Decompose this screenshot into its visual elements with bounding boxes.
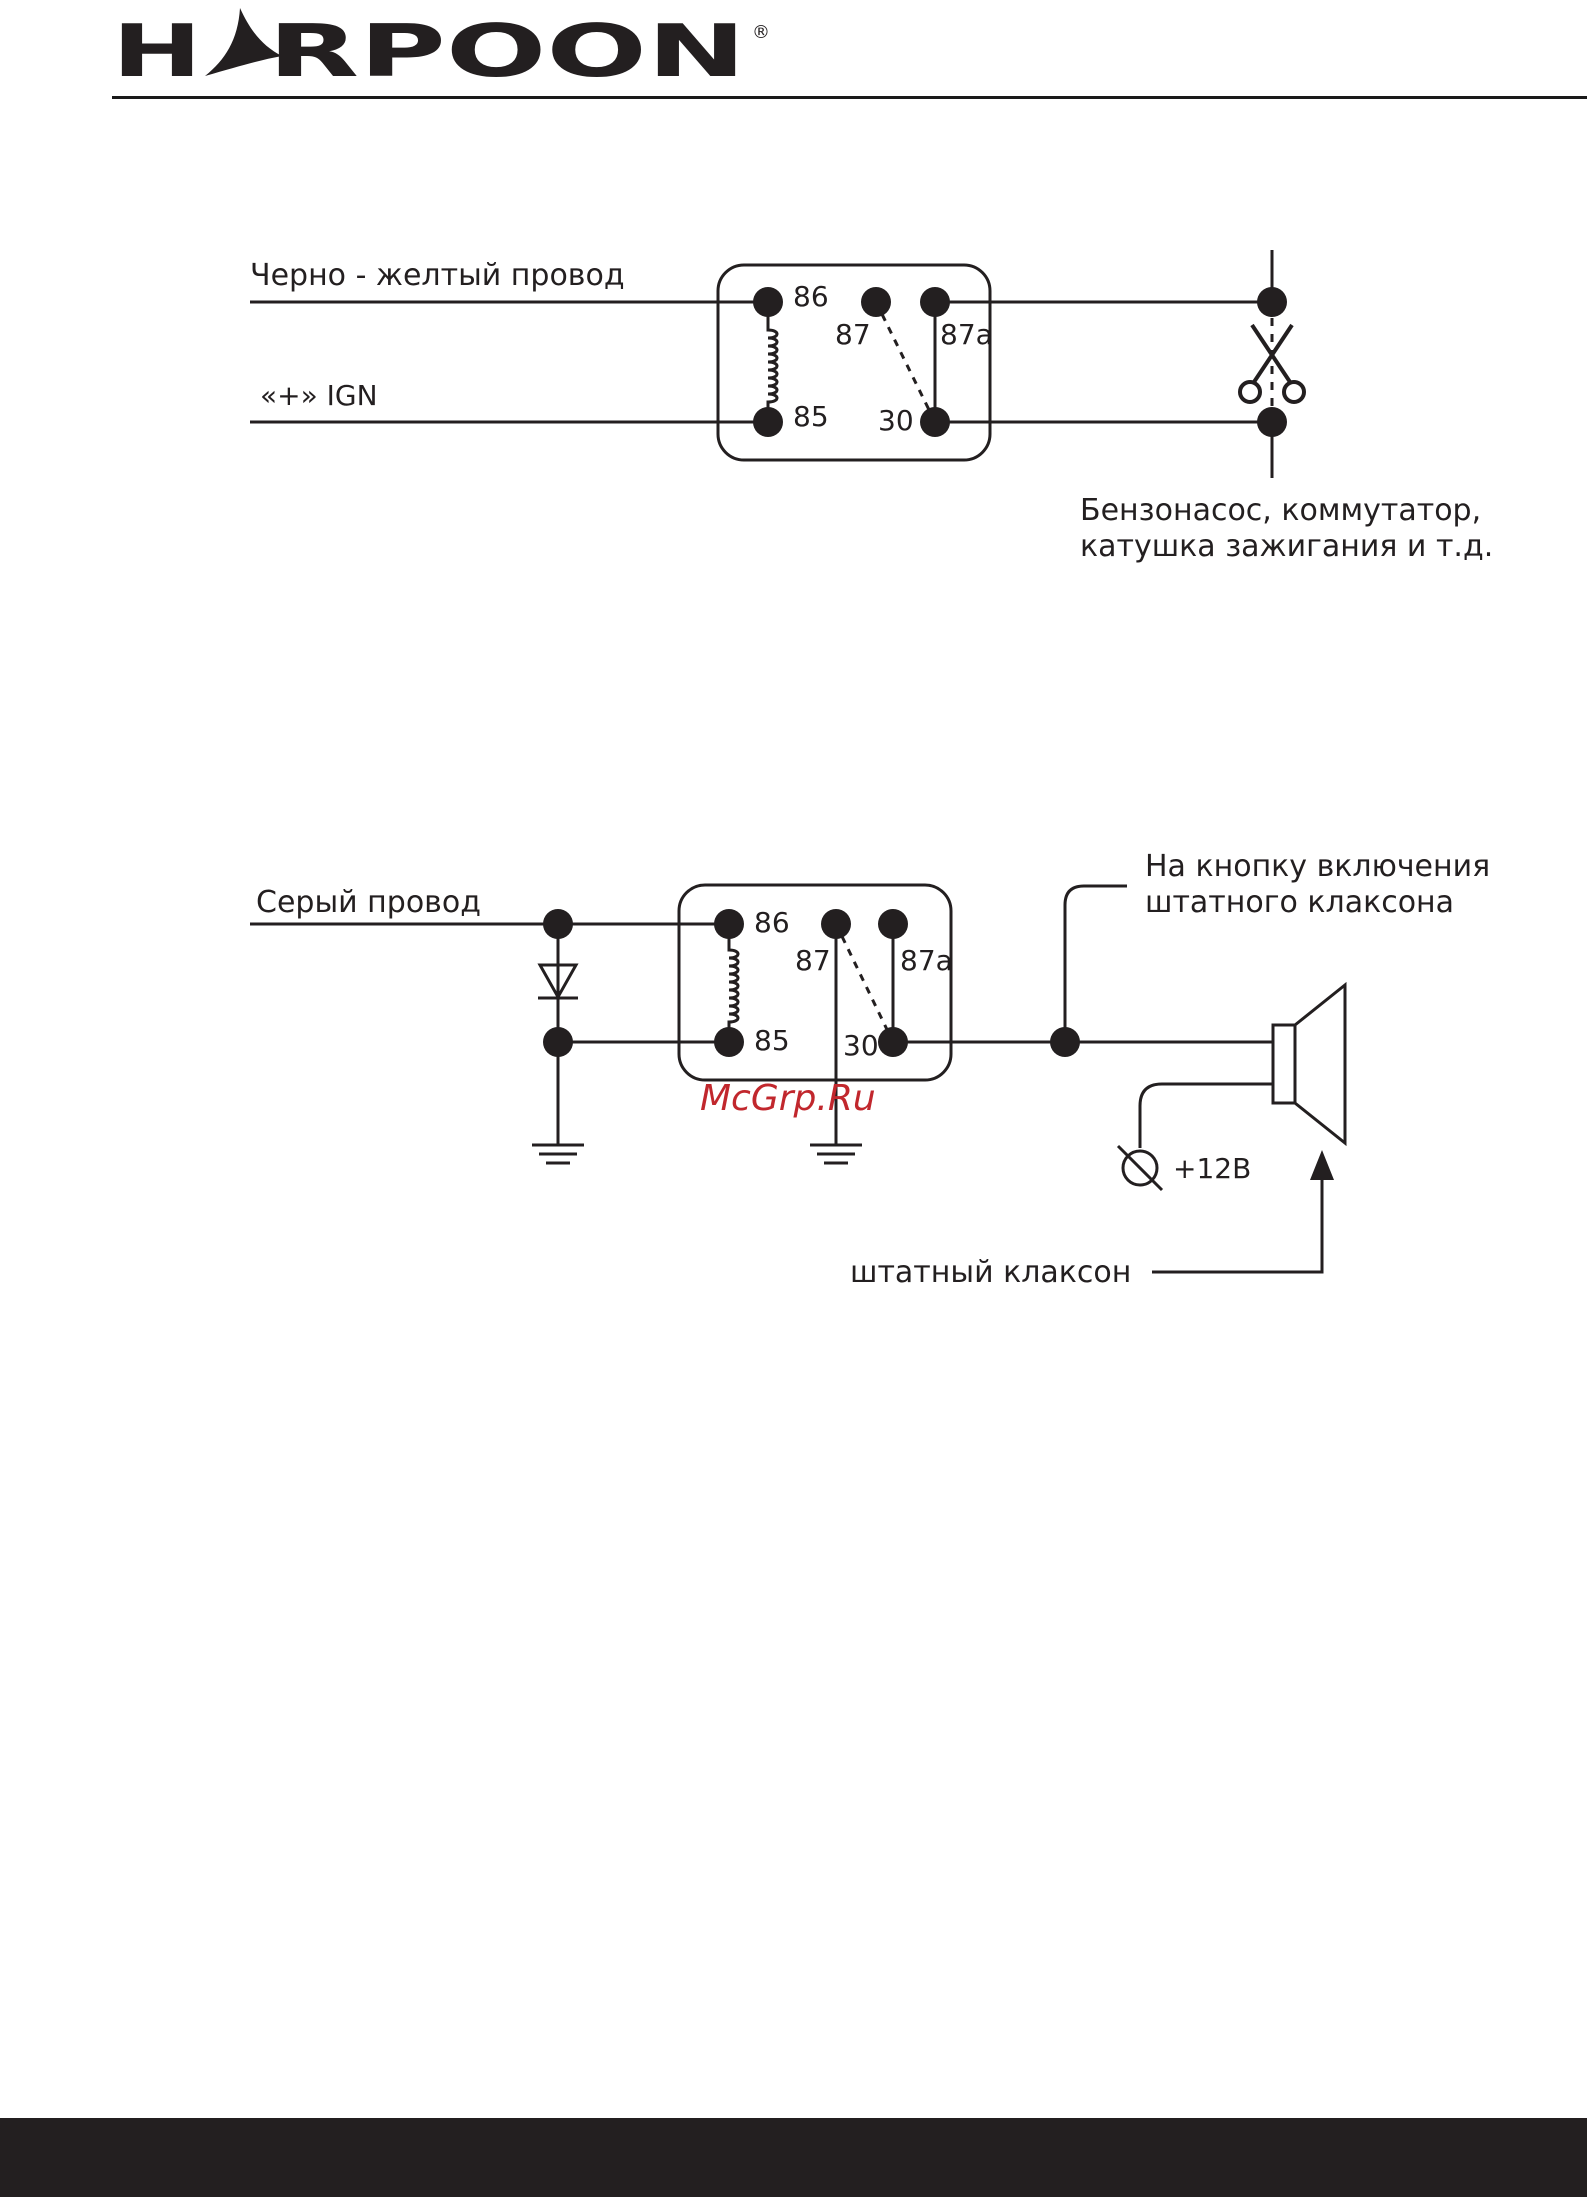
diagram1-load-node-top [1257, 287, 1287, 317]
diagram1-pin-86 [753, 287, 783, 317]
diagram1-pin-87 [861, 287, 891, 317]
diagram2-pin-86-label: 86 [754, 906, 790, 939]
ground-icon [532, 1145, 584, 1163]
diagram1-load-label-line1: Бензонасос, коммутатор, [1080, 493, 1481, 528]
arrow-up-icon [1310, 1150, 1334, 1180]
diagram2-switch-contact [836, 924, 893, 1042]
horn-icon [1273, 985, 1345, 1143]
diagram2-relay-coil-icon [729, 924, 738, 1042]
diagram2-pin-86 [714, 909, 744, 939]
diagram2-pin-87 [821, 909, 851, 939]
diagram1-wire-bottom-label: «+» IGN [260, 379, 378, 412]
diagram1-pin-30-label: 30 [878, 404, 914, 437]
diagram1-load-label-line2: катушка зажигания и т.д. [1080, 529, 1493, 564]
diagram2-button-label-line1: На кнопку включения [1145, 849, 1490, 884]
diagram2-wire-label: Серый провод [256, 885, 481, 920]
watermark: McGrp.Ru [700, 1078, 876, 1119]
diagram2-pin-30-label: 30 [843, 1029, 879, 1062]
diagram2-pin-87-label: 87 [795, 944, 831, 977]
footer-band [0, 2118, 1587, 2197]
diagram1-pin-87a-label: 87a [940, 318, 993, 351]
diagram2-horn-pointer [1152, 1175, 1322, 1272]
diagram1-pin-86-label: 86 [793, 280, 829, 313]
diagram2-button-wire [1065, 886, 1127, 1042]
diagram-1-immobilizer-relay: Черно - желтый провод «+» IGN 86 87 87a … [250, 250, 1493, 564]
diagram2-node-top [543, 909, 573, 939]
diagram1-pin-87-label: 87 [835, 318, 871, 351]
diagram-2-horn-relay: Серый провод [250, 849, 1490, 1290]
diagram2-supply-wire [1140, 1084, 1273, 1148]
diagram2-pin-87a [878, 909, 908, 939]
diagram2-node-bottom [543, 1027, 573, 1057]
diagram2-button-label-line2: штатного клаксона [1145, 885, 1454, 920]
diagram2-pin-85 [714, 1027, 744, 1057]
fuse-icon [1118, 1146, 1162, 1190]
ground-icon [810, 1145, 862, 1163]
diagram1-pin-85 [753, 407, 783, 437]
diagram2-horn-label: штатный клаксон [850, 1255, 1131, 1290]
diagram1-relay-coil-icon [768, 302, 777, 422]
diagram2-supply-label: +12В [1173, 1152, 1251, 1185]
diagram1-wire-top-label: Черно - желтый провод [250, 258, 625, 293]
diagram1-load-node-bottom [1257, 407, 1287, 437]
diagram2-pin-87a-label: 87a [900, 944, 953, 977]
diagram1-pin-85-label: 85 [793, 400, 829, 433]
wiring-diagrams: Черно - желтый провод «+» IGN 86 87 87a … [0, 0, 1587, 2100]
diagram2-pin-85-label: 85 [754, 1024, 790, 1057]
